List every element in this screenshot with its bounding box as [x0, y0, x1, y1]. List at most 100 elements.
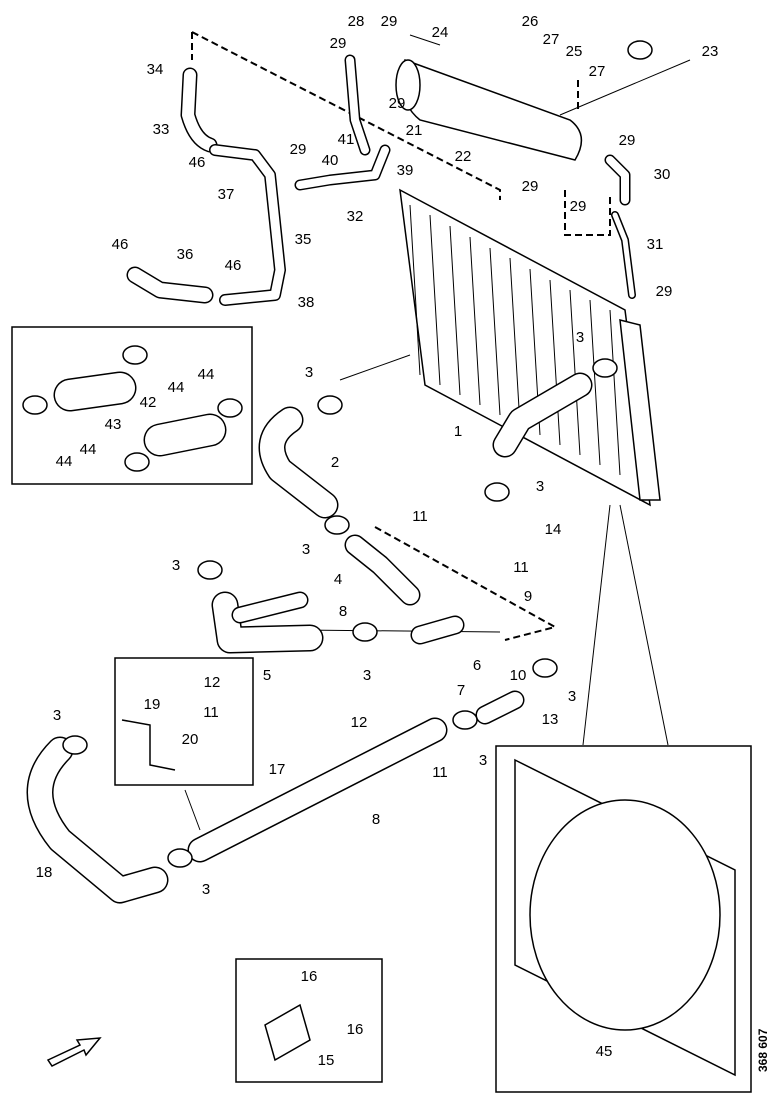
expansion-tank — [395, 59, 583, 161]
callout-29: 29 — [522, 178, 539, 195]
callout-5: 5 — [263, 667, 271, 684]
callout-20: 20 — [182, 731, 199, 748]
callout-40: 40 — [322, 152, 339, 169]
callout-34: 34 — [147, 61, 164, 78]
callout-39: 39 — [397, 162, 414, 179]
callout-43: 43 — [105, 416, 122, 433]
callout-3: 3 — [479, 752, 487, 769]
drawing-code: 368 607 — [756, 1028, 770, 1072]
callout-46: 46 — [189, 154, 206, 171]
hose-fill — [210, 145, 285, 305]
hose-clamp — [167, 848, 193, 868]
callout-29: 29 — [389, 95, 406, 112]
callout-42: 42 — [140, 394, 157, 411]
callout-30: 30 — [654, 166, 671, 183]
callout-29: 29 — [619, 132, 636, 149]
hose-fill — [412, 617, 463, 643]
hose-fill — [260, 408, 337, 517]
inset-box-bracket — [114, 657, 254, 786]
callout-3: 3 — [576, 329, 584, 346]
hose-clamp — [122, 345, 148, 365]
callout-32: 32 — [347, 208, 364, 225]
callout-24: 24 — [432, 24, 449, 41]
inset-box-fan-shroud — [495, 745, 752, 1093]
callout-3: 3 — [302, 541, 310, 558]
callout-25: 25 — [566, 43, 583, 60]
callout-12: 12 — [351, 714, 368, 731]
hose-clamp — [352, 622, 378, 642]
hose-fill — [296, 146, 389, 189]
callout-3: 3 — [53, 707, 61, 724]
inset-box-hose-kit — [11, 326, 253, 485]
callout-44: 44 — [168, 379, 185, 396]
callout-23: 23 — [702, 43, 719, 60]
callout-13: 13 — [542, 711, 559, 728]
callout-3: 3 — [172, 557, 180, 574]
callout-38: 38 — [298, 294, 315, 311]
callout-6: 6 — [473, 657, 481, 674]
hoses — [26, 54, 636, 904]
callout-1: 1 — [454, 423, 462, 440]
leader-lines — [184, 34, 691, 831]
hose-fill — [189, 719, 446, 861]
hose-clamp — [532, 658, 558, 678]
callout-35: 35 — [295, 231, 312, 248]
callout-16: 16 — [347, 1021, 364, 1038]
hose-clamp — [627, 40, 653, 60]
callout-11: 11 — [432, 764, 448, 781]
callout-28: 28 — [348, 13, 365, 30]
hose-fill — [55, 373, 135, 410]
callout-37: 37 — [218, 186, 235, 203]
hose-clamp — [217, 398, 243, 418]
callout-7: 7 — [457, 682, 465, 699]
callout-3: 3 — [536, 478, 544, 495]
hose-fill — [606, 156, 629, 204]
callout-11: 11 — [513, 559, 529, 576]
hose-fill — [477, 692, 523, 723]
hose-fill — [346, 536, 419, 604]
mount-bracket — [264, 1003, 311, 1062]
inset-box-mount — [235, 958, 383, 1083]
callout-8: 8 — [372, 811, 380, 828]
radiator — [399, 188, 661, 507]
callout-46: 46 — [112, 236, 129, 253]
callout-29: 29 — [330, 35, 347, 52]
callout-9: 9 — [524, 588, 532, 605]
hose-clamp — [62, 735, 88, 755]
callout-11: 11 — [412, 508, 428, 525]
callout-29: 29 — [656, 283, 673, 300]
hose-clamps — [22, 40, 653, 868]
callout-44: 44 — [198, 366, 215, 383]
callout-36: 36 — [177, 246, 194, 263]
hose-fill — [145, 415, 225, 455]
callout-27: 27 — [543, 31, 560, 48]
callout-4: 4 — [334, 571, 342, 588]
callout-46: 46 — [225, 257, 242, 274]
hose-clamp — [197, 560, 223, 580]
hose-clamp — [324, 515, 350, 535]
hose-fill — [182, 69, 216, 151]
dashed-reference-lines — [191, 31, 611, 641]
hose-fill — [494, 374, 591, 456]
hose-fill — [233, 593, 307, 622]
hose-clamp — [317, 395, 343, 415]
callout-17: 17 — [269, 761, 286, 778]
hose-fill — [612, 212, 635, 298]
bracket — [121, 719, 176, 771]
callout-45: 45 — [596, 1043, 613, 1060]
callout-2: 2 — [331, 454, 339, 471]
callout-21: 21 — [406, 122, 423, 139]
fan-shroud — [514, 758, 736, 1077]
callout-19: 19 — [144, 696, 161, 713]
callout-29: 29 — [290, 141, 307, 158]
hose-clamp — [484, 482, 510, 502]
callout-3: 3 — [202, 881, 210, 898]
hose-fill — [213, 593, 322, 652]
callout-29: 29 — [570, 198, 587, 215]
hose-clamp — [592, 358, 618, 378]
callout-3: 3 — [568, 688, 576, 705]
arrow-icon — [46, 1037, 102, 1067]
callout-16: 16 — [301, 968, 318, 985]
